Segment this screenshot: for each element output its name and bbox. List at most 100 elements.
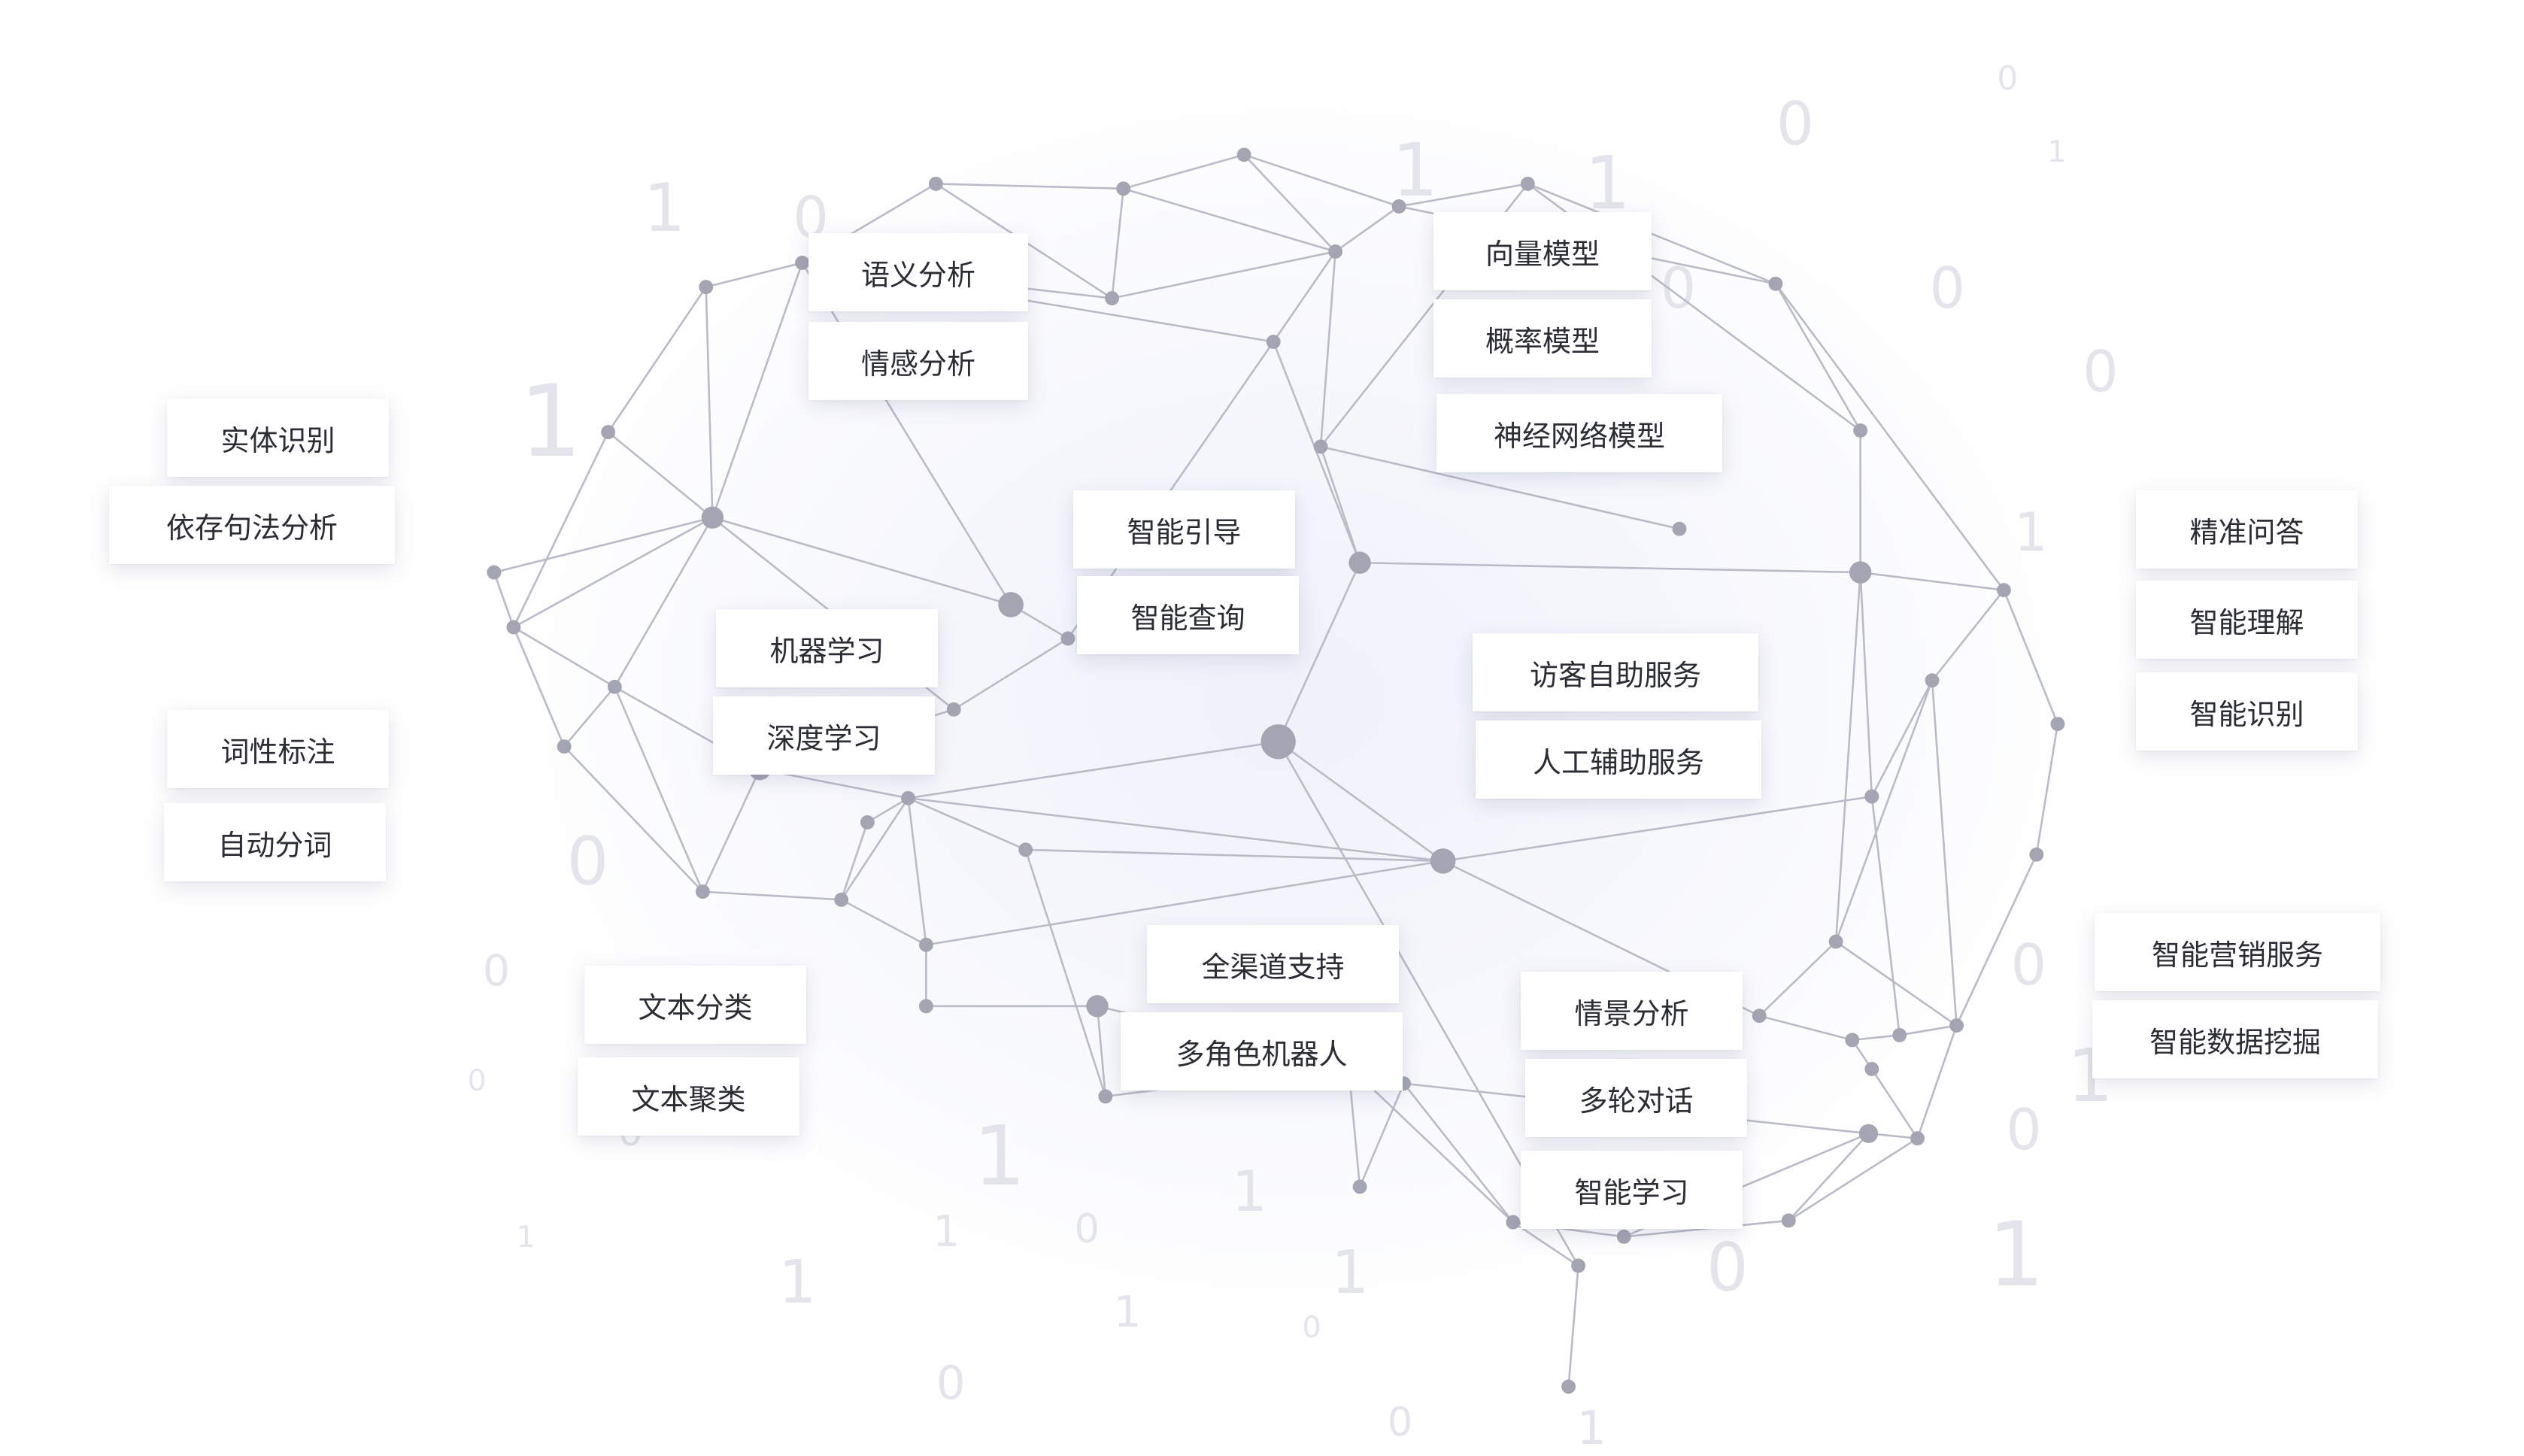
binary-digit: 1 [643,169,686,247]
tag-human-assist-service: 人工辅助服务 [1476,720,1761,799]
network-node [998,592,1024,617]
network-node [1910,1131,1925,1146]
network-node [1892,1027,1907,1042]
binary-digit: 0 [566,822,609,900]
binary-digit: 0 [482,945,511,996]
binary-digit: 1 [1987,1203,2045,1307]
network-edge [1123,187,1336,253]
network-edge [1025,848,1443,863]
network-node [701,506,724,529]
network-edge [1512,1221,1579,1267]
network-node [1616,1229,1631,1244]
tag-text-classification: 文本分类 [584,966,806,1044]
network-edge [908,797,1027,851]
network-edge [840,797,909,901]
binary-digit: 1 [778,1246,817,1317]
network-node [1266,335,1281,349]
tag-semantic-analysis: 语义分析 [808,233,1028,311]
network-node [607,679,622,694]
binary-digit: 0 [1776,89,1815,159]
binary-digit: 1 [973,1108,1027,1205]
network-node [1864,789,1879,804]
tag-smart-understanding: 智能理解 [2136,581,2358,659]
network-edge [1358,1083,1405,1188]
network-edge [953,637,1069,711]
network-edge [1243,153,1336,253]
network-edge [1788,1133,1870,1221]
network-node [1105,291,1119,306]
tag-dependency-parsing: 依存句法分析 [109,486,395,564]
network-edge [1567,1265,1579,1387]
tag-smart-guide: 智能引导 [1073,490,1295,569]
network-edge [1096,1006,1107,1097]
network-node [1348,551,1371,574]
binary-digit: 0 [1997,59,2019,99]
network-edge [1955,854,2037,1027]
network-node [860,814,875,830]
network-edge [1360,561,1861,574]
network-node [1864,1061,1879,1076]
binary-digit: 1 [1330,1236,1370,1307]
tag-deep-learning: 深度学习 [713,696,935,775]
binary-digit: 1 [516,1219,535,1254]
network-edge [607,431,714,519]
tag-word-segmentation: 自动分词 [164,803,386,881]
tag-pos-tagging: 词性标注 [167,710,389,788]
network-node [1853,423,1868,438]
network-node [1949,1018,1964,1033]
binary-digit: 1 [1113,1288,1142,1338]
network-edge [1348,1065,1514,1224]
network-edge [1758,1015,1853,1042]
network-node [795,256,810,270]
binary-digit: 0 [936,1355,966,1410]
network-edge [926,860,1443,946]
network-edge [1774,283,2005,591]
network-node [1768,276,1783,291]
network-node [928,176,943,191]
network-node [1352,1179,1367,1194]
network-node [1752,1009,1767,1024]
network-edge [711,262,803,518]
network-edge [1774,283,1861,432]
network-node [1328,244,1343,259]
network-edge [1870,680,1934,797]
network-edge [1320,445,1680,530]
network-node [1828,934,1843,949]
binary-digit: 1 [933,1207,960,1257]
network-node [695,884,710,899]
network-edge [908,796,1443,863]
network-edge [840,822,869,900]
network-edge [1899,1024,1957,1036]
binary-digit: 1 [1231,1158,1268,1224]
network-node [1925,673,1940,688]
network-edge [1319,251,1336,447]
network-node [1430,848,1456,874]
tag-smart-recognition: 智能识别 [2136,672,2358,751]
binary-digit: 0 [1387,1399,1413,1445]
binary-digit: 1 [2013,502,2048,564]
network-node [1086,995,1109,1018]
network-edge [712,516,1012,606]
network-edge [1334,205,1400,253]
network-edge [907,798,927,945]
tag-multi-role-bot: 多角色机器人 [1121,1012,1403,1090]
network-edge [563,686,616,748]
tag-neural-network-model: 神经网络模型 [1436,394,1722,472]
tag-entity-recognition: 实体识别 [167,399,389,477]
network-edge [512,626,566,748]
network-edge [1860,571,2004,591]
network-node [1849,561,1872,584]
network-edge [1403,1082,1514,1223]
network-node [834,892,849,907]
tag-smart-query: 智能查询 [1077,576,1299,654]
network-node [946,702,961,717]
network-edge [607,286,707,433]
network-node [1996,583,2011,598]
network-edge [841,899,927,946]
network-edge [1277,741,1444,862]
tag-scenario-analysis: 情景分析 [1521,972,1743,1050]
network-node [1858,1124,1879,1143]
binary-digit: 0 [2083,339,2119,405]
network-edge [1123,153,1245,190]
